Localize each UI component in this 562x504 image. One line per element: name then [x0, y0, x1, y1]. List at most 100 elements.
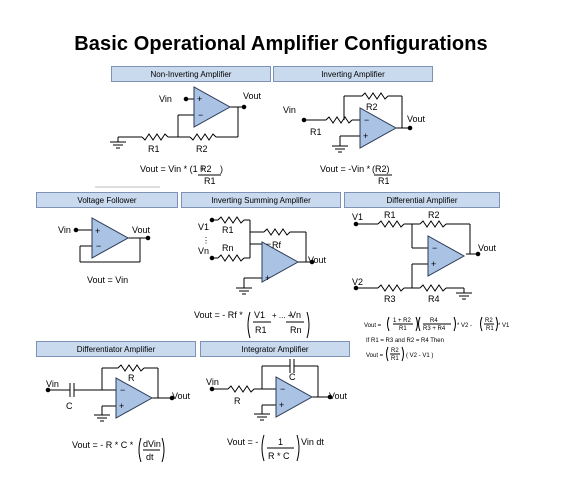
- ni-r1-label: R1: [148, 144, 160, 154]
- differential-opamp: [427, 235, 465, 277]
- opamp-signs: +− −+ +− −+ −+ −+ −+: [95, 94, 437, 411]
- diff-f-c-num: R2: [485, 318, 493, 324]
- svg-text:−: −: [432, 243, 437, 253]
- inverting-summing-circuit: [209, 216, 315, 295]
- voltage-follower-opamp: [91, 217, 129, 259]
- svg-text:−: −: [280, 384, 285, 394]
- differential-circuit: [353, 220, 481, 300]
- svg-text:−: −: [198, 110, 203, 120]
- dtr-vin-label: Vin: [46, 379, 59, 389]
- svg-text:+: +: [279, 400, 284, 410]
- diff-r3-label: R3: [384, 294, 396, 304]
- diff-r4-label: R4: [428, 294, 440, 304]
- diff-r1-label: R1: [384, 210, 396, 220]
- int-c-label: C: [289, 372, 296, 382]
- sum-formula-lhs: Vout = - Rf *: [194, 310, 243, 320]
- svg-text:+: +: [431, 259, 436, 269]
- dtr-formula-num: dVin: [143, 439, 161, 449]
- header-integrator: Integrator Amplifier: [200, 341, 350, 357]
- svg-text:−: −: [96, 241, 101, 251]
- dtr-c-label: C: [66, 401, 73, 411]
- svg-text:+: +: [363, 131, 368, 141]
- dtr-formula-den: dt: [146, 452, 154, 462]
- ni-vout-label: Vout: [243, 91, 262, 101]
- diff-f-tail: * V1: [498, 323, 510, 329]
- integrator-circuit: [209, 359, 333, 421]
- header-non-inverting: Non-Inverting Amplifier: [111, 66, 271, 82]
- inv-formula-den: R1: [378, 176, 390, 186]
- inv-r2-label: R2: [366, 102, 378, 112]
- diff-f2-lhs: Vout =: [366, 353, 384, 359]
- sum-vout-label: Vout: [308, 255, 327, 265]
- diff-r2-label: R2: [428, 210, 440, 220]
- inv-vout-label: Vout: [407, 114, 426, 124]
- svg-text:−: −: [364, 115, 369, 125]
- svg-text:+: +: [119, 401, 124, 411]
- sum-v1-label: V1: [198, 222, 209, 232]
- ni-r2-label: R2: [196, 144, 208, 154]
- differentiator-circuit: [45, 364, 175, 422]
- int-formula-lhs: Vout = -: [227, 437, 258, 447]
- diff-f-a-den: R1: [399, 326, 407, 332]
- int-r-label: R: [234, 396, 241, 406]
- int-formula-tail: Vin dt: [301, 437, 324, 447]
- inv-formula-num: (R2): [372, 164, 390, 174]
- sum-formula-t1den: R1: [255, 325, 267, 335]
- diff-vout-label: Vout: [478, 243, 497, 253]
- svg-text:+: +: [197, 94, 202, 104]
- formula-marks: [95, 174, 498, 463]
- sum-formula-plus: + ... +: [272, 311, 293, 320]
- inv-vin-label: Vin: [283, 105, 296, 115]
- ni-formula-num: R2: [200, 164, 212, 174]
- diff-f-a-num: 1 + R2: [393, 318, 412, 324]
- inv-formula-lhs: Vout = -Vin *: [320, 164, 371, 174]
- vf-vin-label: Vin: [58, 225, 71, 235]
- diff-f-cond: If R1 = R3 and R2 = R4 Then: [366, 338, 444, 344]
- dtr-r-label: R: [128, 373, 135, 383]
- diff-f-lhs: Vout =: [364, 323, 382, 329]
- int-vout-label: Vout: [329, 391, 348, 401]
- inverting-opamp: [359, 107, 397, 149]
- voltage-follower-circuit: [73, 227, 151, 263]
- sum-vn-label: Vn: [198, 246, 209, 256]
- diff-f-b-num: R4: [430, 318, 438, 324]
- ni-vin-label: Vin: [159, 94, 172, 104]
- int-formula-num: 1: [278, 437, 283, 447]
- vf-vout-label: Vout: [132, 225, 151, 235]
- header-differentiator: Differentiator Amplifier: [36, 341, 196, 357]
- int-formula-den: R * C: [268, 451, 290, 461]
- diff-f2-tail: ( V2 - V1 ): [406, 353, 433, 359]
- ni-formula-den: R1: [204, 176, 216, 186]
- diff-f-mid: * V2 -: [457, 323, 472, 329]
- diff-f2-den: R1: [391, 356, 399, 362]
- svg-text:+: +: [95, 226, 100, 236]
- diff-v1-label: V1: [352, 212, 363, 222]
- sum-rn-label: Rn: [222, 243, 234, 253]
- sum-rf-label: Rf: [272, 240, 281, 250]
- diff-v2-label: V2: [352, 277, 363, 287]
- header-inverting-summing: Inverting Summing Amplifier: [181, 192, 341, 208]
- non-inverting-circuit: [110, 96, 247, 149]
- header-inverting: Inverting Amplifier: [273, 66, 433, 82]
- inv-r1-label: R1: [310, 127, 322, 137]
- non-inverting-opamp: [193, 86, 231, 128]
- sum-formula-tnden: Rn: [290, 325, 302, 335]
- header-voltage-follower: Voltage Follower: [36, 192, 178, 208]
- int-vin-label: Vin: [206, 377, 219, 387]
- dtr-formula-lhs: Vout = - R * C *: [72, 440, 134, 450]
- ni-formula-close: ): [220, 164, 223, 174]
- diff-f2-num: R2: [391, 348, 399, 354]
- svg-text:−: −: [266, 239, 271, 249]
- diff-f-c-den: R1: [486, 326, 494, 332]
- svg-text:−: −: [120, 385, 125, 395]
- diff-f-b-den: R3 + R4: [423, 326, 446, 332]
- header-differential: Differential Amplifier: [344, 192, 500, 208]
- sum-r1-label: R1: [222, 225, 234, 235]
- page-title: Basic Operational Amplifier Configuratio…: [74, 33, 488, 55]
- sum-dots-label: ⋮: [202, 236, 210, 245]
- dtr-vout-label: Vout: [172, 391, 191, 401]
- sum-formula-tnnum: Vn: [290, 310, 301, 320]
- ni-formula-lhs: Vout = Vin * (1 +: [140, 164, 205, 174]
